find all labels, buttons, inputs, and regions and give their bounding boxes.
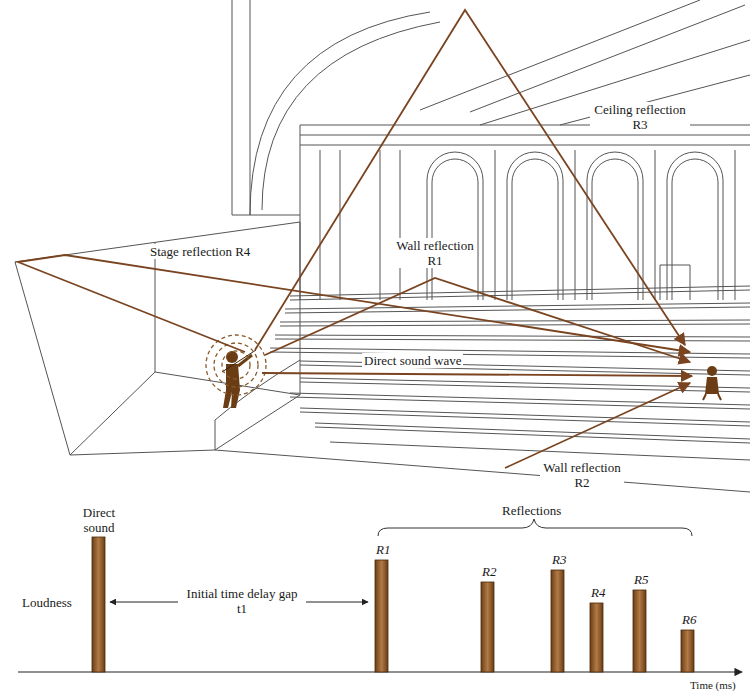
wall-reflection-label: Wall reflection R2	[540, 460, 624, 490]
hall-outline	[15, 0, 750, 492]
direct-sound-label: Direct sound	[66, 505, 132, 535]
direct-wave-label: Direct sound wave	[362, 353, 463, 368]
axis-label: Time (ms)	[688, 679, 738, 692]
callout-number: R6	[680, 612, 698, 627]
ceiling-reflection-label: Ceiling reflection R3	[590, 102, 690, 132]
axis-label: Loudness	[20, 595, 74, 610]
callout-number: R4	[589, 585, 607, 600]
sound-rays	[18, 10, 692, 468]
callout-number: R1	[374, 542, 392, 557]
stage-reflection-label: Stage reflection R4	[148, 244, 252, 259]
wall-reflection-label: Wall reflection R1	[393, 238, 477, 268]
callout-number: R3	[550, 552, 568, 567]
callout-number: R2	[480, 564, 498, 579]
listener-figure	[703, 366, 721, 400]
reflections-label: Reflections	[500, 503, 563, 518]
callout-number: R5	[632, 572, 650, 587]
reflection-chart	[18, 519, 742, 672]
delay-gap-label: Initial time delay gap t1	[178, 586, 306, 616]
